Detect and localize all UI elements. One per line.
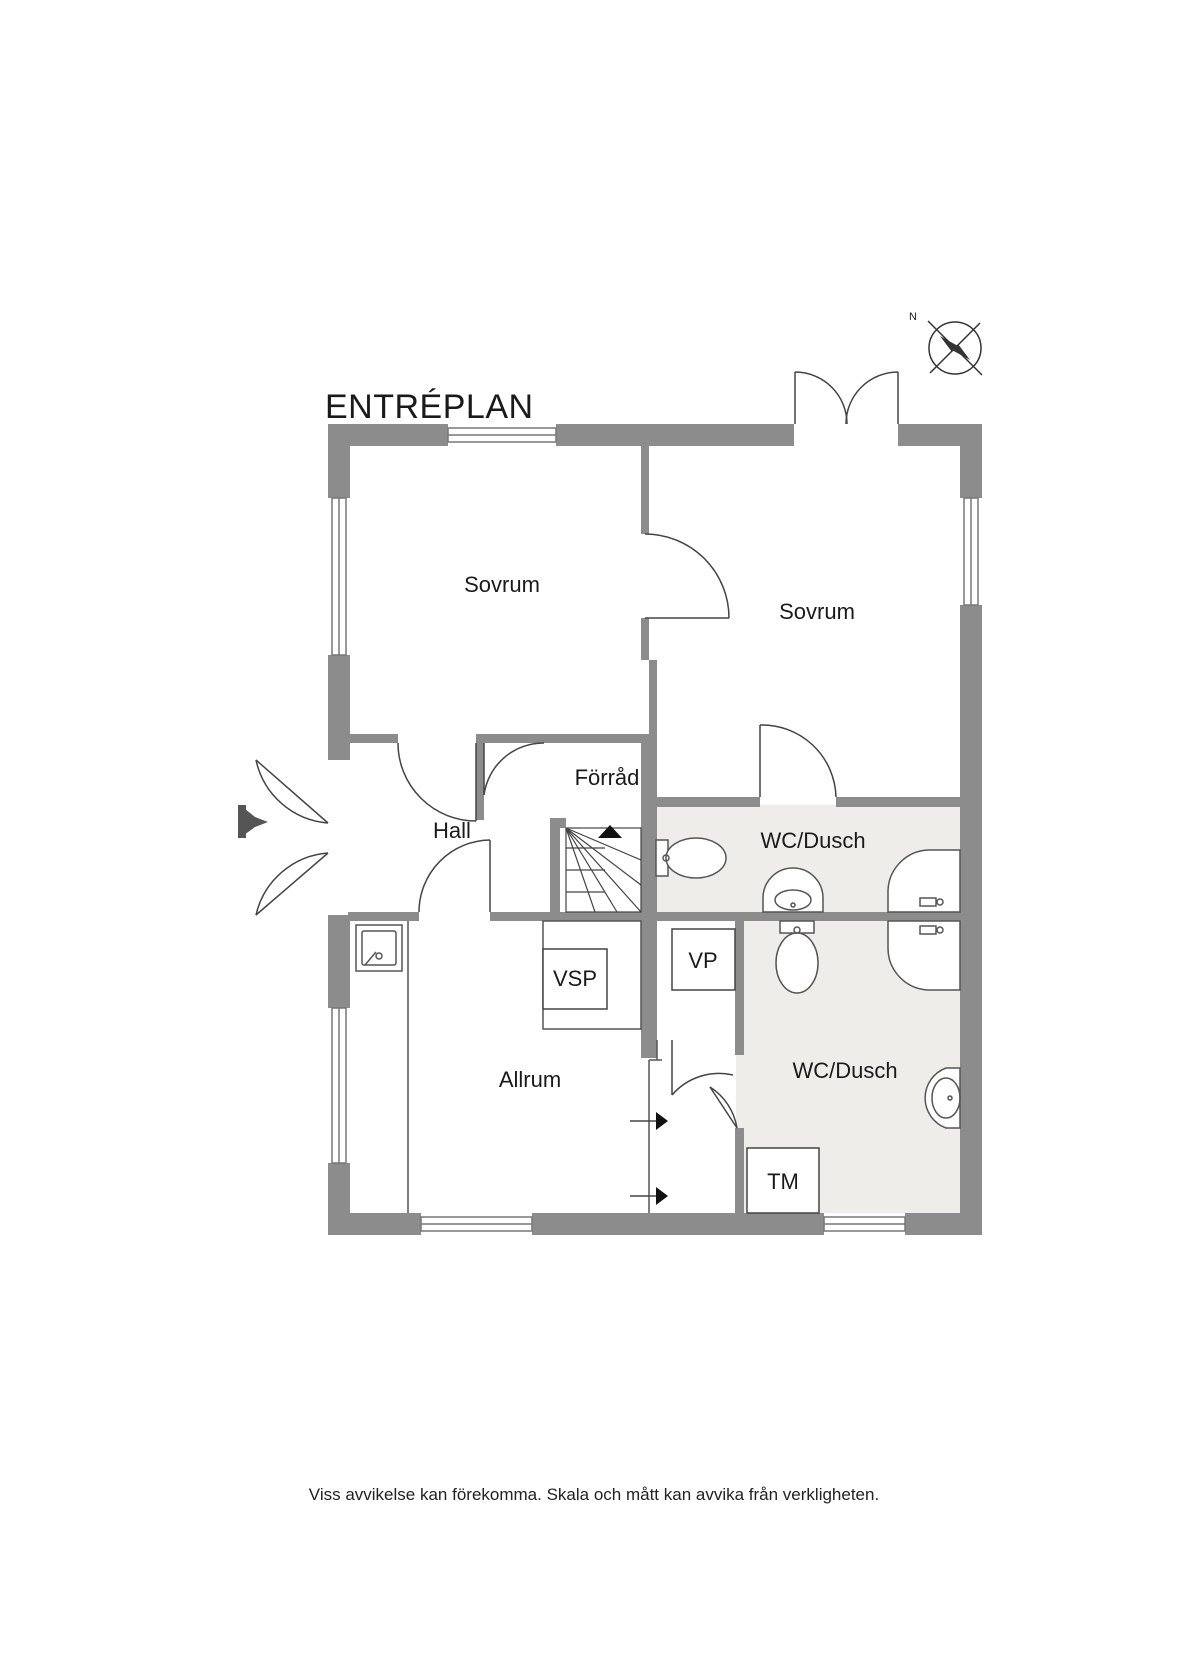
room-allrum: Allrum <box>499 1067 561 1092</box>
staircase-icon <box>565 825 642 913</box>
room-forrad: Förråd <box>575 765 640 790</box>
north-label: N <box>909 311 917 323</box>
tm-label: TM <box>767 1169 799 1194</box>
shower-icon <box>887 849 961 991</box>
sink-icon <box>355 924 403 972</box>
vsp-label: VSP <box>553 966 597 991</box>
vp-unit: VP <box>671 928 736 991</box>
windows <box>331 427 979 1232</box>
interior-walls <box>348 444 982 1218</box>
outer-walls <box>328 424 982 1235</box>
compass-icon: N <box>909 311 983 376</box>
entrance-door-icon <box>238 759 329 916</box>
partitions <box>407 921 662 1213</box>
room-sovrum-1: Sovrum <box>464 572 540 597</box>
toilet-icon <box>655 837 727 879</box>
patio-door-icon <box>794 371 899 425</box>
vsp-unit: VSP <box>542 920 642 1030</box>
plan-title: ENTRÉPLAN <box>325 388 534 426</box>
interior-doors <box>397 533 837 1129</box>
room-sovrum-2: Sovrum <box>779 599 855 624</box>
washbasin-icon <box>762 867 824 913</box>
tm-unit: TM <box>746 1147 820 1214</box>
toilet-icon-2 <box>775 920 819 994</box>
direction-arrows <box>630 1112 668 1205</box>
vp-label: VP <box>688 948 717 973</box>
disclaimer-text: Viss avvikelse kan förekomma. Skala och … <box>308 1485 880 1504</box>
room-hall: Hall <box>433 818 471 843</box>
washbasin-icon-2 <box>924 1067 961 1129</box>
room-wc-dusch-1: WC/Dusch <box>760 828 865 853</box>
room-wc-dusch-2: WC/Dusch <box>792 1058 897 1083</box>
